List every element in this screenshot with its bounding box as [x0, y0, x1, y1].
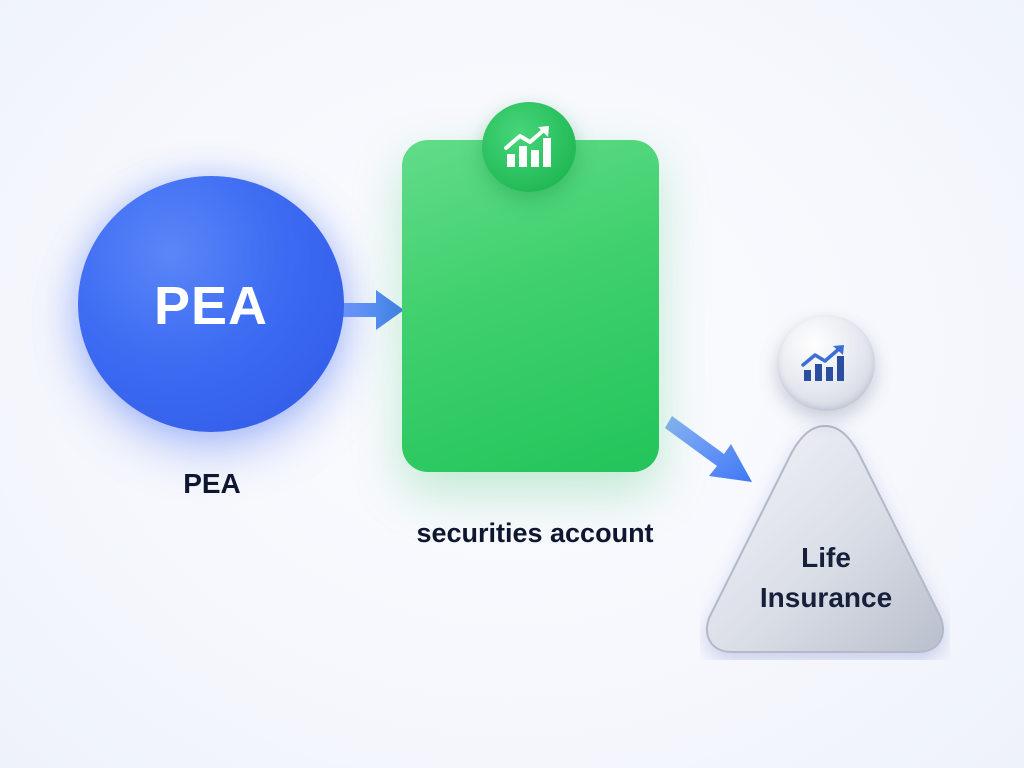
pea-caption: PEA — [183, 468, 241, 499]
pea-node-label: PEA — [153, 276, 269, 336]
life-insurance-node — [705, 424, 945, 653]
life-insurance-label: Life Insurance — [736, 538, 916, 618]
securities-account-caption: securities account — [416, 518, 654, 548]
arrow-pea-to-securities — [338, 290, 404, 330]
securities-account-node — [402, 140, 659, 472]
life-insurance-badge — [777, 315, 875, 411]
pea-node: PEA — [78, 176, 344, 432]
life-insurance-label-line1: Life — [801, 542, 851, 573]
securities-account-badge — [482, 102, 576, 192]
growth-chart-icon — [801, 345, 844, 381]
arrow-securities-to-life-insurance — [665, 416, 752, 482]
growth-chart-icon — [504, 126, 551, 167]
life-insurance-label-line2: Insurance — [759, 582, 893, 613]
